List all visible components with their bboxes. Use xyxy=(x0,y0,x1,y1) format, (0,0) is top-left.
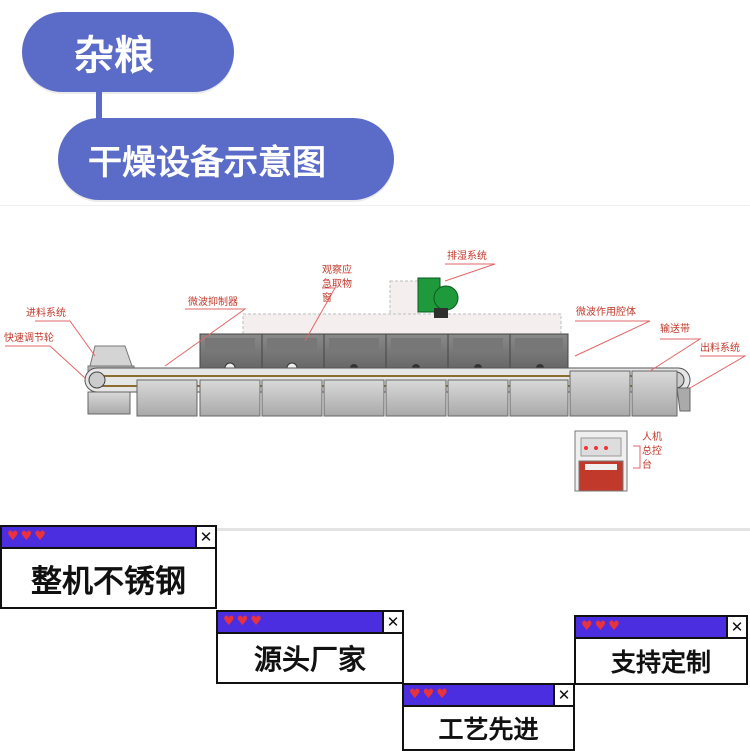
page-subtitle: 干燥设备示意图 xyxy=(88,142,326,183)
heart-icon: ♥♥♥ xyxy=(581,619,622,634)
machine-illustration xyxy=(5,263,747,492)
pill-connector xyxy=(96,90,102,122)
label-feed-system: 进料系统 xyxy=(26,308,66,319)
heart-icon: ♥♥♥ xyxy=(7,529,48,544)
label-conveyor: 输送带 xyxy=(660,324,690,335)
feature-label: 源头厂家 xyxy=(253,643,366,676)
machine-base xyxy=(87,370,691,417)
close-icon[interactable]: ✕ xyxy=(382,612,402,632)
feature-window-process: ♥♥♥ ✕ 工艺先进 xyxy=(402,683,575,751)
exhaust-fan xyxy=(417,277,459,318)
exhaust-duct xyxy=(242,280,562,337)
window-titlebar: ♥♥♥ ✕ xyxy=(2,527,215,549)
feature-label: 支持定制 xyxy=(610,648,711,677)
window-titlebar: ♥♥♥ ✕ xyxy=(218,612,402,634)
page-title: 杂粮 xyxy=(74,33,154,79)
window-titlebar: ♥♥♥ ✕ xyxy=(576,617,746,639)
label-control-2: 总控 xyxy=(642,446,662,457)
close-icon[interactable]: ✕ xyxy=(553,685,573,705)
feature-window-stainless: ♥♥♥ ✕ 整机不锈钢 xyxy=(0,525,217,609)
leader-lines xyxy=(5,263,747,469)
subtitle-pill: 干燥设备示意图 xyxy=(58,118,394,200)
label-suppressor: 微波抑制器 xyxy=(188,297,238,308)
title-pill: 杂粮 xyxy=(22,12,234,92)
label-observe-3: 窗 xyxy=(322,293,332,304)
control-console xyxy=(574,430,628,492)
label-control-1: 人机 xyxy=(642,432,662,443)
label-observe-2: 急取物 xyxy=(322,279,352,290)
label-discharge: 出料系统 xyxy=(700,343,740,354)
dryer-diagram: 进料系统 快速调节轮 微波抑制器 观察应 急取物 窗 排湿系统 微波作用腔体 输… xyxy=(0,205,750,531)
label-speed-wheel: 快速调节轮 xyxy=(4,333,54,344)
label-control-3: 台 xyxy=(642,460,652,471)
close-icon[interactable]: ✕ xyxy=(195,527,215,547)
label-observe-1: 观察应 xyxy=(322,265,352,276)
feature-label: 整机不锈钢 xyxy=(31,563,186,600)
window-titlebar: ♥♥♥ ✕ xyxy=(404,685,573,707)
feature-window-factory: ♥♥♥ ✕ 源头厂家 xyxy=(216,610,404,684)
label-cavity: 微波作用腔体 xyxy=(576,307,636,318)
label-exhaust: 排湿系统 xyxy=(447,251,487,262)
heart-icon: ♥♥♥ xyxy=(409,687,450,702)
feature-window-custom: ♥♥♥ ✕ 支持定制 xyxy=(574,615,748,685)
feature-label: 工艺先进 xyxy=(438,715,539,744)
heart-icon: ♥♥♥ xyxy=(223,614,264,629)
close-icon[interactable]: ✕ xyxy=(726,617,746,637)
